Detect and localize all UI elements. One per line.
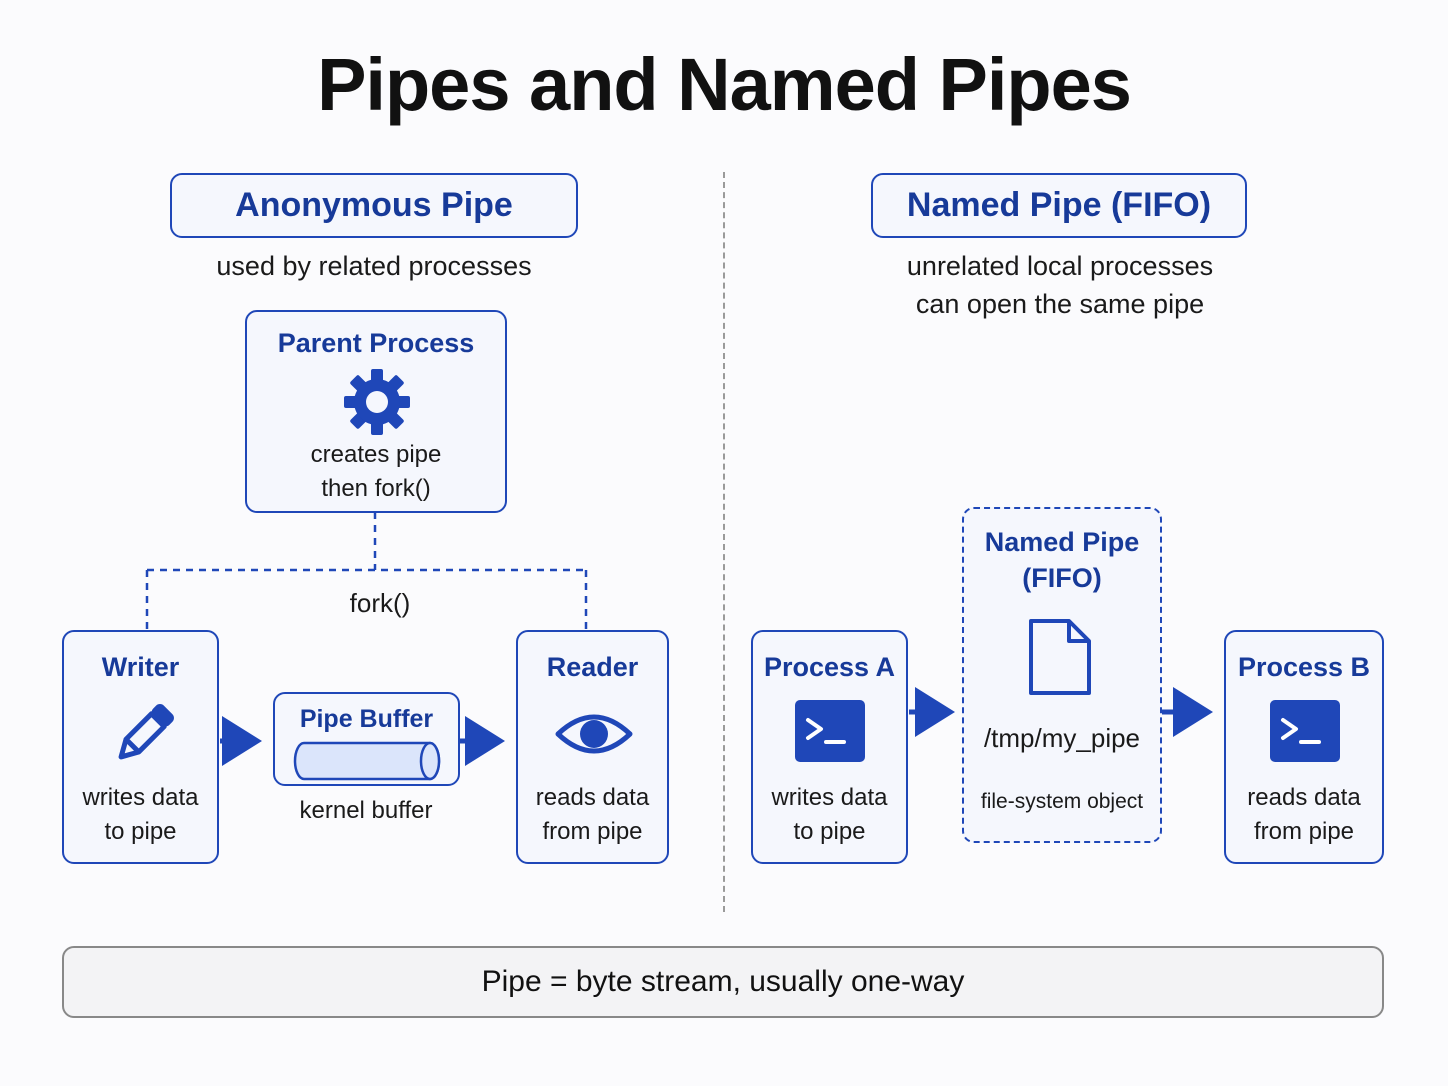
summary-text: Pipe = byte stream, usually one-way [481,965,965,998]
pencil-icon [118,704,174,760]
eye-icon [555,714,633,754]
gear-icon [344,369,410,435]
reader-box: Reader reads data from pipe [516,630,669,864]
fifo-note: file-system object [980,790,1144,813]
named-pipe-caption-line2: can open the same pipe [915,289,1205,319]
process-a-line1: writes data [771,784,888,811]
fifo-title-line2: (FIFO) [1022,563,1102,593]
section-divider [723,172,725,912]
writer-title: Writer [101,652,180,682]
named-pipe-heading-label: Named Pipe (FIFO) [906,186,1212,224]
summary-box: Pipe = byte stream, usually one-way [62,946,1384,1018]
named-pipe-heading: Named Pipe (FIFO) [871,173,1247,238]
terminal-icon [1270,700,1340,762]
process-a-title: Process A [763,652,896,682]
parent-process-box: Parent Process creates pipe then fork() [245,310,507,513]
process-b-title: Process B [1237,652,1371,682]
named-pipe-caption-line1: unrelated local processes [906,251,1214,281]
page-title: Pipes and Named Pipes [317,43,1132,126]
pipe-buffer-caption: kernel buffer [299,797,433,824]
writer-box: Writer writes data to pipe [62,630,219,864]
pipe-buffer-box: Pipe Buffer [273,692,460,786]
reader-title: Reader [546,652,639,682]
fork-label: fork() [349,588,411,618]
terminal-icon [795,700,865,762]
process-a-line2: to pipe [793,818,866,845]
fifo-title-line1: Named Pipe [984,527,1140,557]
pipe-buffer-title: Pipe Buffer [299,705,434,733]
process-b-line2: from pipe [1253,818,1355,845]
file-icon [1029,619,1091,695]
process-b-box: Process B reads data from pipe [1224,630,1384,864]
parent-process-line2: then fork() [321,475,431,502]
reader-line1: reads data [535,784,650,811]
anonymous-pipe-heading: Anonymous Pipe [170,173,578,238]
named-pipe-fifo-box: Named Pipe (FIFO) /tmp/my_pipe file-syst… [962,507,1162,843]
cylinder-icon [293,741,441,781]
writer-line1: writes data [82,784,199,811]
parent-process-title: Parent Process [277,328,475,358]
anonymous-pipe-heading-label: Anonymous Pipe [235,186,513,224]
reader-line2: from pipe [542,818,643,845]
process-b-line1: reads data [1247,784,1361,811]
anonymous-pipe-caption: used by related processes [216,251,532,281]
fifo-path: /tmp/my_pipe [983,723,1141,753]
process-a-box: Process A writes data to pipe [751,630,908,864]
writer-line2: to pipe [104,818,177,845]
fork-connector [145,512,588,630]
parent-process-line1: creates pipe [310,441,442,468]
